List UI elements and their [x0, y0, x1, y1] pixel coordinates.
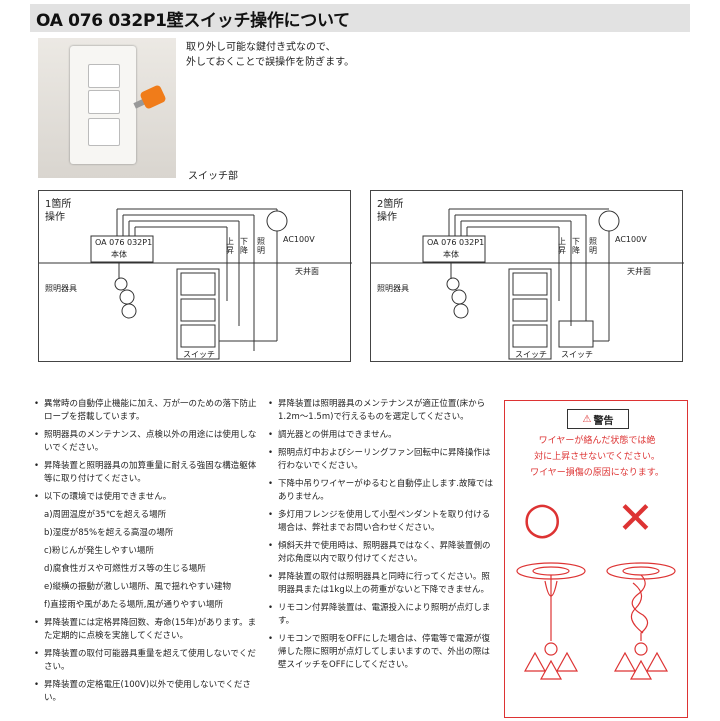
- warning-title: ⚠ 警告: [567, 409, 629, 429]
- list-item: 昇降装置の取付は照明器具と同時に行ってください。照明器具または1kg以上の荷重が…: [268, 571, 496, 597]
- list-item: 異常時の自動停止機能に加え、万が一のための落下防止ロープを搭載しています。: [34, 398, 260, 424]
- list-item: リモコンで照明をOFFにした場合は、停電等で電源が復帰した際に照明が点灯してしま…: [268, 633, 496, 672]
- switch-caption: スイッチ部: [188, 171, 238, 182]
- list-item: 昇降装置と照明器具の加算重量に耐える強固な構造躯体等に取り付けてください。: [34, 460, 260, 486]
- key-icon: [139, 84, 167, 110]
- diagram-single-location: 1箇所 操作 OA 076 032P1 本体 上昇 下降 照明 AC100V 天…: [38, 190, 352, 362]
- switch-plate: [70, 46, 136, 164]
- list-item: リモコン付昇降装置は、電源投入により照明が点灯します。: [268, 602, 496, 628]
- warning-text: ワイヤーが絡んだ状態では絶 対に上昇させないでください。 ワイヤー損傷の原因にな…: [530, 436, 664, 478]
- notes-left: 異常時の自動停止機能に加え、万が一のための落下防止ロープを搭載しています。 照明…: [34, 398, 260, 710]
- list-item: a)周囲温度が35℃を超える場所: [44, 510, 167, 520]
- list-item: 昇降装置の取付可能器具重量を超えて使用しないでください。: [34, 648, 260, 674]
- list-item: 調光器との併用はできません。: [268, 429, 496, 442]
- title-bar: OA 076 032P1壁スイッチ操作について: [30, 4, 690, 32]
- warning-triangle-icon: ⚠: [582, 413, 592, 425]
- list-item: 昇降装置には定格昇降回数、寿命(15年)があります。また定期的に点検を実施してく…: [34, 617, 260, 643]
- ok-mark-icon: ○: [523, 493, 562, 544]
- ng-mark-icon: ✕: [617, 493, 654, 544]
- pendant-illustration: [516, 562, 676, 680]
- list-item: f)直接雨や風があたる場所,風が通りやすい場所: [44, 600, 224, 610]
- list-item: 下降中吊りワイヤーがゆるむと自動停止します.故障ではありません。: [268, 478, 496, 504]
- page-title: OA 076 032P1壁スイッチ操作について: [36, 10, 350, 31]
- list-item: 以下の環境では使用できません。: [34, 491, 260, 504]
- list-item: 昇降装置の定格電圧(100V)以外で使用しないでください。: [34, 679, 260, 705]
- photo-caption: 取り外し可能な鍵付き式なので、 外しておくことで誤操作を防ぎます。: [186, 42, 355, 68]
- list-item: b)湿度が85%を超える高湿の場所: [44, 528, 174, 538]
- list-item: 照明器具のメンテナンス、点検以外の用途には使用しないでください。: [34, 429, 260, 455]
- diagram-two-locations: 2箇所 操作 OA 076 032P1 本体 上昇 下降 照明 AC100V 天…: [370, 190, 684, 362]
- list-item: 多灯用フレンジを使用して小型ペンダントを取り付ける場合は、弊社までお問い合わせく…: [268, 509, 496, 535]
- list-item: e)縦横の振動が激しい場所、風で揺れやすい建物: [44, 582, 232, 592]
- list-item: d)腐食性ガスや可燃性ガス等の生じる場所: [44, 564, 206, 574]
- warning-box: ⚠ 警告 ワイヤーが絡んだ状態では絶 対に上昇させないでください。 ワイヤー損傷…: [504, 400, 688, 718]
- list-item: c)粉じんが発生しやすい場所: [44, 546, 154, 556]
- notes-middle: 昇降装置は照明器具のメンテナンスが適正位置(床から1.2m〜1.5m)で行えるも…: [268, 398, 496, 677]
- wiring-diagram-svg: [371, 208, 684, 360]
- wiring-diagram-svg: [39, 208, 352, 360]
- list-item: 傾斜天井で使用時は、照明器具ではなく、昇降装置側の対応角度以内で取り付けてくださ…: [268, 540, 496, 566]
- list-item: 昇降装置は照明器具のメンテナンスが適正位置(床から1.2m〜1.5m)で行えるも…: [268, 398, 496, 424]
- list-item: 照明点灯中およびシーリングファン回転中に昇降操作は行わないでください。: [268, 447, 496, 473]
- switch-photo: [38, 38, 176, 178]
